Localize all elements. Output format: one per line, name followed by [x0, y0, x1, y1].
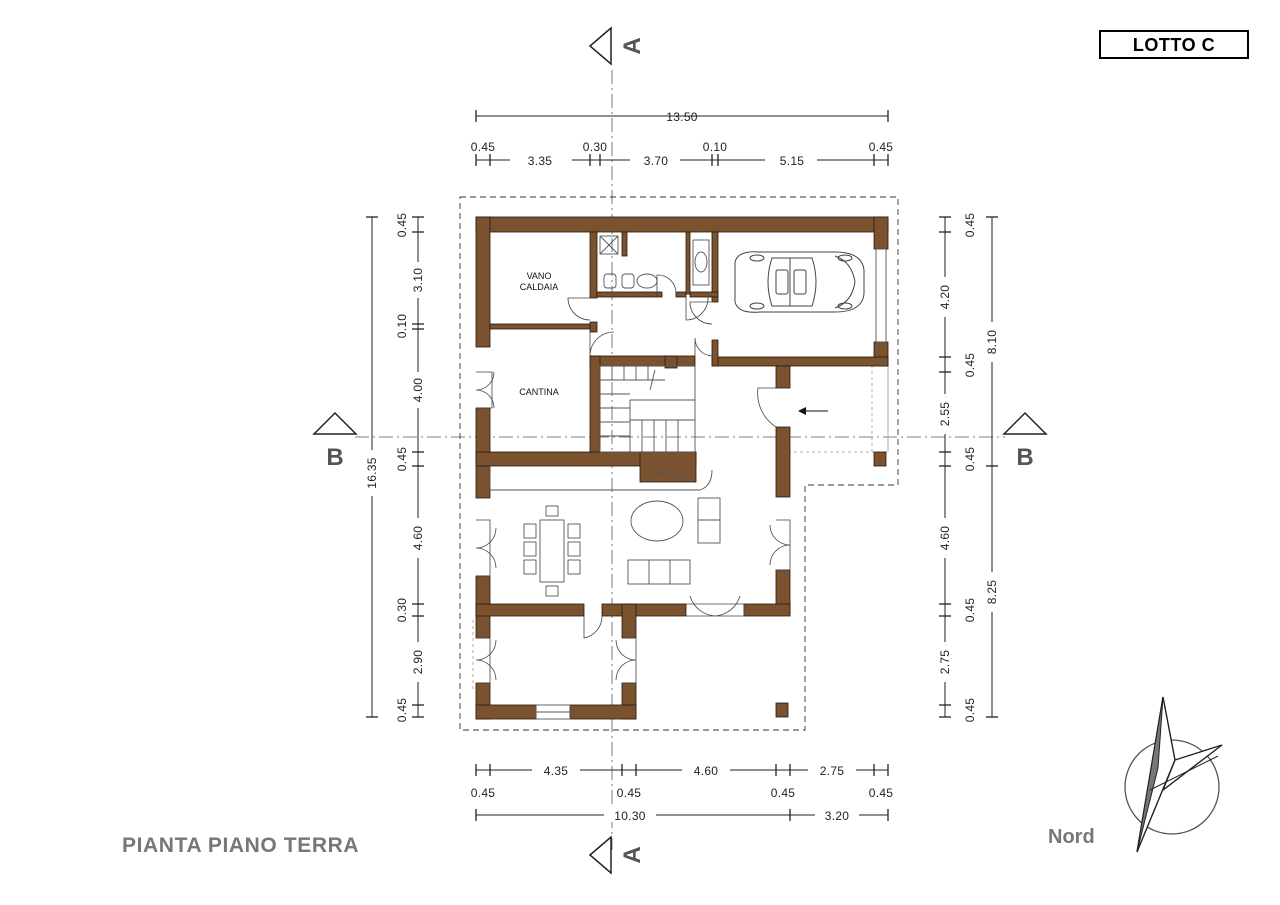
- dim-top-total: 13.50: [666, 110, 698, 124]
- walls: [475, 216, 889, 720]
- dim-left-seg-5: 0.45: [395, 447, 409, 472]
- lotto-box: LOTTO C: [1099, 30, 1249, 59]
- dim-right-total-1: 8.10: [985, 330, 999, 355]
- dim-left-seg-6: 4.60: [411, 526, 425, 551]
- lotto-label: LOTTO C: [1133, 35, 1215, 55]
- dim-right-seg-4: 2.55: [938, 402, 952, 427]
- car-icon: [734, 251, 865, 313]
- dim-bottom-total-1: 10.30: [614, 809, 646, 823]
- section-b-label-left: B: [326, 444, 343, 471]
- dim-left-seg-1: 0.45: [395, 213, 409, 238]
- section-marker-b-right: B: [1002, 411, 1048, 471]
- dim-bottom-wall-4: 0.45: [869, 786, 894, 800]
- dim-top-seg-5: 0.10: [703, 140, 728, 154]
- section-marker-a-bottom: A: [588, 835, 646, 875]
- dim-right-seg-3: 0.45: [963, 353, 977, 378]
- dim-bottom-seg-2: 4.60: [694, 764, 719, 778]
- room-label-boiler-line2: CALDAIA: [520, 282, 559, 292]
- dim-left-seg-2: 3.10: [411, 268, 425, 293]
- section-marker-a-top: A: [588, 26, 646, 66]
- section-b-label-right: B: [1016, 444, 1033, 471]
- dim-right-seg-9: 0.45: [963, 698, 977, 723]
- dim-left-seg-4: 4.00: [411, 378, 425, 403]
- top-dimensions: 13.50 0.45 3.35 0.30 3.70 0.10 5.15 0.45: [471, 110, 894, 168]
- right-dimensions: 0.45 4.20 0.45 2.55 0.45 4.60 0.45 2.75 …: [937, 213, 1000, 723]
- dim-bottom-seg-3: 2.75: [820, 764, 845, 778]
- dim-bottom-seg-1: 4.35: [544, 764, 569, 778]
- room-label-boiler-line1: VANO: [527, 271, 552, 281]
- dim-bottom-wall-1: 0.45: [471, 786, 496, 800]
- bottom-dimensions: 4.35 4.60 2.75 0.45 0.45 0.45 0.45 10.30…: [471, 763, 894, 823]
- section-a-label-bottom: A: [619, 846, 646, 863]
- dim-top-seg-1: 0.45: [471, 140, 496, 154]
- room-label-cellar: CANTINA: [519, 387, 559, 397]
- dim-right-seg-1: 0.45: [963, 213, 977, 238]
- dim-right-seg-5: 0.45: [963, 447, 977, 472]
- section-a-label-top: A: [619, 37, 646, 54]
- dim-bottom-wall-2: 0.45: [617, 786, 642, 800]
- dim-top-seg-6: 5.15: [780, 154, 805, 168]
- dim-right-total-2: 8.25: [985, 580, 999, 605]
- porch-lines: [472, 365, 889, 690]
- dim-bottom-wall-3: 0.45: [771, 786, 796, 800]
- dim-top-seg-7: 0.45: [869, 140, 894, 154]
- sheet-title: PIANTA PIANO TERRA: [122, 834, 359, 857]
- dim-left-total: 16.35: [365, 457, 379, 489]
- north-arrow-icon: [1124, 696, 1223, 853]
- left-dimensions: 16.35 0.45 3.10 0.10 4.00 0.45 4.60 0.30…: [364, 213, 426, 723]
- dim-right-seg-7: 0.45: [963, 598, 977, 623]
- section-marker-b-left: B: [312, 411, 358, 471]
- dim-top-seg-4: 3.70: [644, 154, 669, 168]
- dim-right-seg-6: 4.60: [938, 526, 952, 551]
- dim-left-seg-9: 0.45: [395, 698, 409, 723]
- dim-left-seg-8: 2.90: [411, 650, 425, 675]
- dim-bottom-total-2: 3.20: [825, 809, 850, 823]
- dim-top-seg-3: 0.30: [583, 140, 608, 154]
- doors: [475, 274, 791, 684]
- dim-top-seg-2: 3.35: [528, 154, 553, 168]
- north-label: Nord: [1048, 826, 1095, 848]
- dim-left-seg-3: 0.10: [395, 314, 409, 339]
- dim-left-seg-7: 0.30: [395, 598, 409, 623]
- dim-right-seg-8: 2.75: [938, 650, 952, 675]
- dim-right-seg-2: 4.20: [938, 285, 952, 310]
